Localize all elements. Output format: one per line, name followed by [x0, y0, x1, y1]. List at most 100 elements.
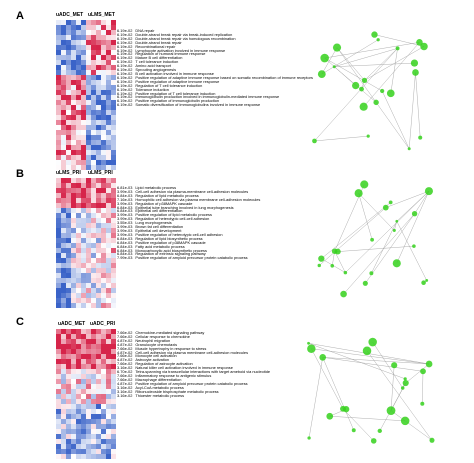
heatmap-cell — [101, 90, 106, 95]
heatmap-cell — [56, 429, 61, 434]
heatmap-cell — [66, 278, 71, 283]
network-node — [343, 270, 348, 275]
heatmap-cell — [96, 384, 101, 389]
heatmap-cell — [71, 298, 76, 303]
heatmap-cell — [91, 145, 96, 150]
term-pvalue: 6.19e-02 — [117, 51, 133, 57]
heatmap-cell — [106, 165, 111, 170]
network-edge — [385, 190, 430, 208]
heatmap-cell — [66, 374, 71, 379]
heatmap-cell — [106, 303, 111, 308]
heatmap-cell — [61, 359, 66, 364]
heatmap-cell — [56, 145, 61, 150]
heatmap-cell — [81, 45, 86, 50]
heatmap-cell — [66, 454, 71, 459]
term-pvalue: 6.19e-02 — [117, 35, 133, 41]
heatmap-cell — [96, 75, 101, 80]
heatmap-cell — [106, 178, 111, 183]
heatmap-cell — [61, 198, 66, 203]
heatmap-cell — [76, 444, 81, 449]
heatmap-cell — [106, 208, 111, 213]
heatmap-cell — [101, 268, 106, 273]
network-edge — [321, 39, 379, 75]
heatmap-cell — [101, 135, 106, 140]
heatmap-cell — [71, 115, 76, 120]
network-edge — [358, 193, 373, 240]
heatmap-cell — [56, 454, 61, 459]
heatmap-cell — [91, 354, 96, 359]
heatmap-cell — [106, 85, 111, 90]
heatmap-cell — [61, 293, 66, 298]
term-pvalue: 6.19e-02 — [117, 74, 133, 80]
column-label: uADC_PRI — [90, 321, 116, 327]
term-pvalue: 3.99e-03 — [117, 212, 133, 218]
heatmap-cell — [81, 160, 86, 165]
heatmap-cell — [61, 115, 66, 120]
heatmap-cell — [96, 359, 101, 364]
heatmap-cell — [76, 55, 81, 60]
heatmap-cell — [56, 449, 61, 454]
heatmap-cell — [56, 434, 61, 439]
heatmap-cell — [86, 165, 91, 170]
term-name: Positive regulation of immunoglobulin pr… — [135, 98, 220, 104]
heatmap-cell — [61, 419, 66, 424]
term-pvalue: 6.19e-02 — [117, 94, 133, 100]
heatmap-cell — [76, 303, 81, 308]
heatmap-cell — [56, 75, 61, 80]
network-node — [410, 59, 419, 67]
term-pvalue: 7.66e-02 — [117, 372, 133, 378]
heatmap-cell — [91, 155, 96, 160]
network-edge — [415, 72, 421, 138]
heatmap-cell — [56, 233, 61, 238]
heatmap-cell — [61, 90, 66, 95]
heatmap-cell — [91, 188, 96, 193]
heatmap-cell — [91, 434, 96, 439]
network-node — [362, 346, 372, 356]
heatmap-cell — [106, 379, 111, 384]
heatmap-cell — [101, 424, 106, 429]
heatmap-cell — [111, 218, 116, 223]
network-node — [402, 379, 409, 387]
heatmap-cell — [61, 85, 66, 90]
heatmap-cell — [66, 303, 71, 308]
heatmap-cell — [66, 238, 71, 243]
network-node — [307, 436, 311, 440]
heatmap-cell — [106, 364, 111, 369]
heatmap-cell — [86, 258, 91, 263]
heatmap-cell — [111, 379, 116, 384]
heatmap-cell — [106, 193, 111, 198]
heatmap-cell — [101, 55, 106, 60]
heatmap-cell — [91, 183, 96, 188]
heatmap-cell — [106, 183, 111, 188]
heatmap-cell — [56, 303, 61, 308]
term-name: Monocyte cell activation — [135, 353, 177, 359]
heatmap-cell — [91, 120, 96, 125]
heatmap-cell — [81, 183, 86, 188]
term-pvalue: 7.66e-02 — [117, 345, 133, 351]
heatmap-cell — [106, 349, 111, 354]
heatmap-cell — [96, 135, 101, 140]
heatmap-cell — [111, 130, 116, 135]
heatmap-cell — [101, 70, 106, 75]
heatmap-cell — [76, 183, 81, 188]
heatmap-cell — [76, 178, 81, 183]
heatmap-cell — [86, 35, 91, 40]
heatmap-cell — [91, 45, 96, 50]
network-node — [354, 189, 363, 198]
heatmap-cell — [91, 359, 96, 364]
heatmap-cell — [76, 258, 81, 263]
term-pvalue: 6.19e-02 — [117, 31, 133, 37]
heatmap-cell — [81, 115, 86, 120]
heatmap-cell — [81, 288, 86, 293]
heatmap-cell — [66, 20, 71, 25]
heatmap-cell — [106, 354, 111, 359]
heatmap-cell — [86, 243, 91, 248]
heatmap-cell — [81, 35, 86, 40]
heatmap-cell — [101, 65, 106, 70]
network-node — [412, 244, 416, 248]
heatmap-cell — [86, 65, 91, 70]
heatmap-cell — [76, 40, 81, 45]
heatmap-cell — [61, 354, 66, 359]
heatmap-cell — [86, 414, 91, 419]
